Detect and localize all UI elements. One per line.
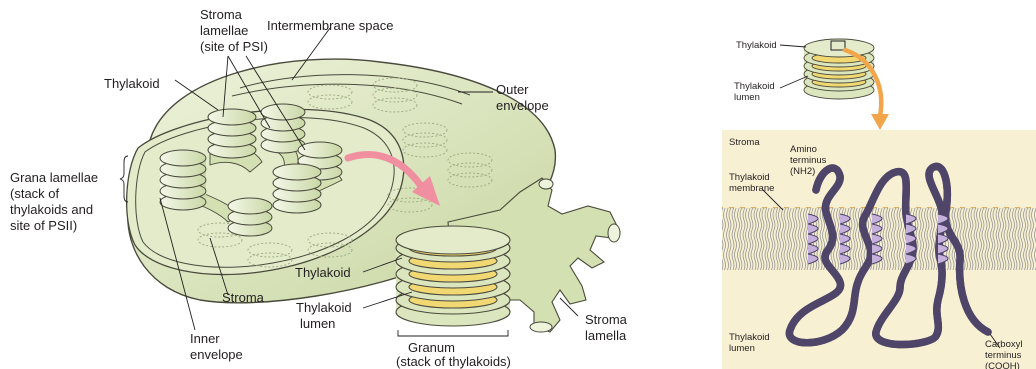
granum-stack-f xyxy=(228,198,272,236)
mini-thylakoid-stack xyxy=(804,39,874,99)
label-thylakoid-left: Thylakoid xyxy=(104,76,160,91)
label-carboxyl-terminus: Carboxyl terminus (COOH) xyxy=(985,339,1025,369)
label-stroma-left: Stroma xyxy=(222,290,265,305)
label-intermembrane-space: Intermembrane space xyxy=(267,18,393,33)
granum-stack-b xyxy=(208,109,256,158)
label-stroma-right: Stroma xyxy=(729,137,760,148)
label-outer-envelope: Outer envelope xyxy=(496,82,549,113)
label-thylakoid-membrane: Thylakoid membrane xyxy=(729,172,774,194)
membrane-protein-diagram: Thylakoid Thylakoid lumen xyxy=(722,39,1036,369)
label-thylakoid-lumen-top: Thylakoid lumen xyxy=(734,81,777,103)
label-thylakoid-right: Thylakoid xyxy=(736,40,777,51)
label-inner-envelope: Inner envelope xyxy=(190,331,243,362)
granum-stack-a xyxy=(160,150,206,210)
label-granum: Granum (stack of thylakoids) xyxy=(396,340,511,369)
orange-arrowhead xyxy=(871,114,889,130)
label-stroma-lamellae: Stroma lamellae (site of PSI) xyxy=(200,7,268,54)
label-thylakoid-middle: Thylakoid xyxy=(295,265,351,280)
granum-stack-large xyxy=(396,226,510,326)
label-stroma-lamella: Stroma lamella xyxy=(585,312,631,343)
label-thylakoid-lumen-middle: Thylakoid lumen xyxy=(296,300,355,331)
granum-stack-c xyxy=(261,104,305,153)
granum-stack-e xyxy=(273,164,321,213)
label-grana-lamellae: Grana lamellae (stack of thylakoids and … xyxy=(10,170,102,233)
